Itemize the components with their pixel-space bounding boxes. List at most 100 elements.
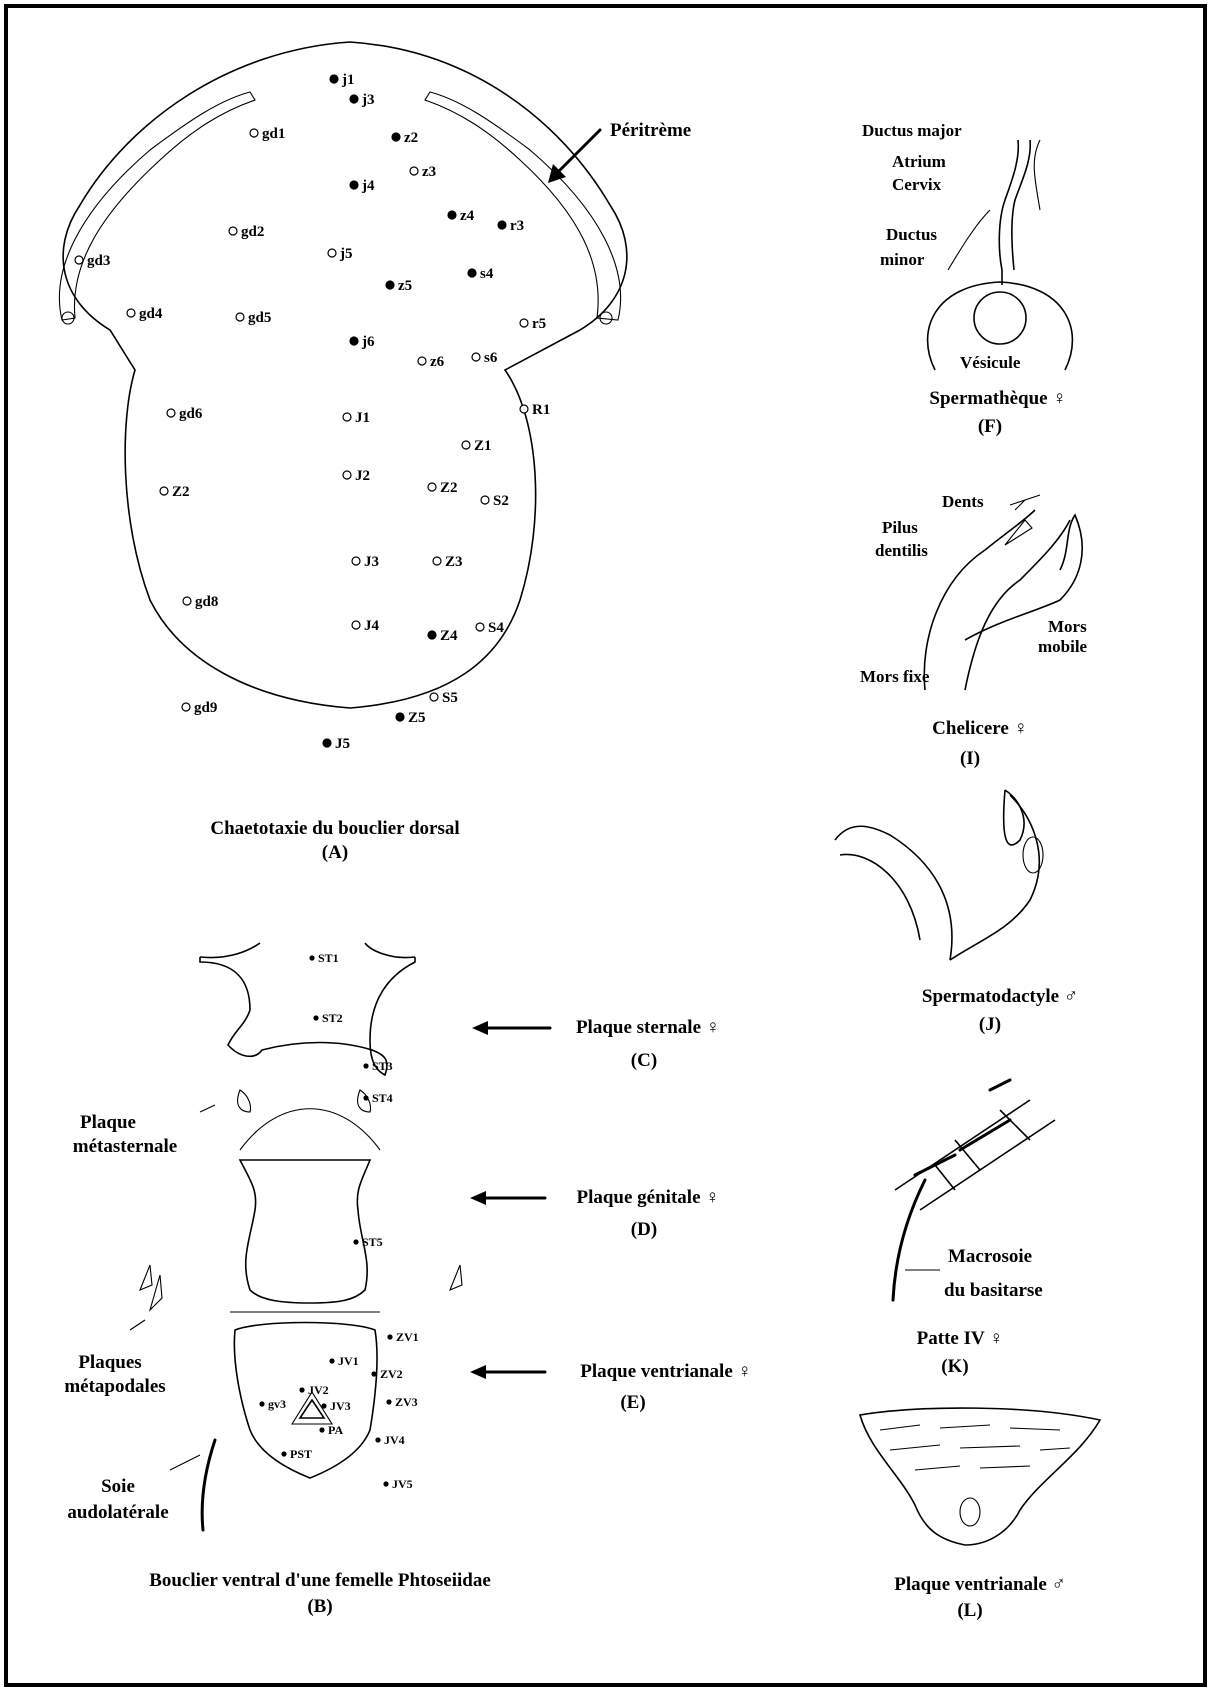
seta-label-line1: Soie <box>101 1476 135 1497</box>
dorsal-seta-label: J3 <box>364 554 379 570</box>
cervix-duct <box>999 140 1018 285</box>
dorsal-seta-label: Z4 <box>440 628 458 644</box>
dorsal-seta-label: r3 <box>510 218 524 234</box>
ventral-seta-label: JV5 <box>392 1477 413 1491</box>
spermatheca-letter: (F) <box>978 416 1002 437</box>
spermatheca-drawing <box>928 140 1073 370</box>
ventral-seta-base <box>383 1481 388 1486</box>
dorsal-seta-base <box>75 256 83 264</box>
spermatheca-title: Spermathèque ♀ <box>929 388 1066 409</box>
metasternal-plate-right <box>358 1090 371 1112</box>
ventral-seta-label: PA <box>328 1423 343 1437</box>
chel-mors: Mors <box>1048 617 1087 636</box>
dorsal-seta-base <box>352 621 360 629</box>
ventral-setae-labels: ST1ST2ST3ST4ST5ZV1JV1ZV2JV2gv3JV3ZV3PAJV… <box>259 951 418 1491</box>
chelicera-title: Chelicere ♀ <box>932 718 1028 739</box>
genital-plate-arc <box>240 1109 380 1150</box>
dorsal-seta-base <box>328 249 336 257</box>
dorsal-seta-base <box>330 75 338 83</box>
plate-d-letter: (D) <box>631 1219 657 1240</box>
ventral-seta-base <box>299 1387 304 1392</box>
chel-mobile: mobile <box>1038 637 1088 656</box>
dorsal-seta-label: s6 <box>484 350 498 366</box>
anal-opening <box>300 1400 324 1418</box>
ventral-seta-label: gv3 <box>268 1397 286 1411</box>
spermatodactyl-curve-2 <box>840 854 920 940</box>
dorsal-seta-label: gd8 <box>195 594 218 610</box>
dorsal-seta-base <box>418 357 426 365</box>
dorsal-setae-labels: j1j3gd1z2z3j4z4r3gd2gd3j5z5s4gd4gd5r5j6z… <box>87 72 550 752</box>
dorsal-seta-label: J2 <box>355 468 370 484</box>
plate-e-letter: (E) <box>620 1392 645 1413</box>
dorsal-seta-label: j6 <box>361 334 375 350</box>
dorsal-seta-base <box>498 221 506 229</box>
dorsal-seta-base <box>350 181 358 189</box>
fixed-digit-inner <box>965 520 1070 690</box>
genital-plate-outline <box>240 1160 370 1303</box>
sperm-vesicule: Vésicule <box>960 353 1021 372</box>
dorsal-seta-base <box>343 471 351 479</box>
chel-pilus: Pilus <box>882 518 918 537</box>
dorsal-seta-base <box>410 167 418 175</box>
spermatodactyl-curve <box>835 826 952 960</box>
teeth <box>1010 495 1040 510</box>
dorsal-seta-base <box>236 313 244 321</box>
dorsal-seta-label: z4 <box>460 208 475 224</box>
dorsal-seta-base <box>183 597 191 605</box>
plate-e-name: Plaque ventrianale ♀ <box>580 1361 752 1382</box>
ventral-seta-label: JV2 <box>308 1383 329 1397</box>
peritreme-right <box>425 92 621 320</box>
dorsal-seta-label: gd3 <box>87 253 110 269</box>
dorsal-seta-label: s4 <box>480 266 494 282</box>
male-plate-title: Plaque ventrianale ♂ <box>894 1574 1066 1595</box>
ventral-seta-label: ST5 <box>362 1235 383 1249</box>
dorsal-seta-label: Z3 <box>445 554 463 570</box>
dorsal-seta-label: Z2 <box>440 480 458 496</box>
dorsal-seta-base <box>392 133 400 141</box>
sternal-plate-outline <box>200 943 415 1075</box>
arrow-sternal-head <box>472 1021 488 1035</box>
metasternal-label-line2: métasternale <box>73 1136 177 1157</box>
dorsal-seta-label: j1 <box>341 72 355 88</box>
dorsal-seta-base <box>386 281 394 289</box>
leg-title: Patte IV ♀ <box>917 1328 1004 1349</box>
ventral-seta-base <box>281 1451 286 1456</box>
peritreme-arrow <box>555 130 600 175</box>
dorsal-seta-label: S2 <box>493 493 509 509</box>
dorsal-seta-base <box>433 557 441 565</box>
arrow-ventrianal-head <box>470 1365 486 1379</box>
ventral-seta-label: JV4 <box>384 1433 405 1447</box>
male-plate-striae <box>880 1425 1070 1470</box>
chelicera-letter: (I) <box>960 748 980 769</box>
pointer-seta <box>170 1455 200 1470</box>
dorsal-letter: (A) <box>322 842 348 863</box>
dorsal-seta-label: Z2 <box>172 484 190 500</box>
dorsal-title: Chaetotaxie du bouclier dorsal <box>210 818 459 839</box>
ventral-seta-base <box>329 1358 334 1363</box>
metasternal-label-line1: Plaque <box>80 1112 136 1133</box>
dorsal-seta-base <box>229 227 237 235</box>
male-plate-letter: (L) <box>957 1600 982 1621</box>
ventral-seta-base <box>259 1401 264 1406</box>
male-plate-anus <box>960 1498 980 1526</box>
dorsal-seta-base <box>428 631 436 639</box>
dorsal-seta-base <box>250 129 258 137</box>
dorsal-seta-label: gd1 <box>262 126 285 142</box>
dorsal-shield-drawing <box>59 42 626 747</box>
dorsal-seta-base <box>448 211 456 219</box>
dorsal-seta-base <box>396 713 404 721</box>
dorsal-seta-label: gd6 <box>179 406 203 422</box>
spermatodactyl-tip <box>1023 837 1043 873</box>
dorsal-seta-label: j3 <box>361 92 375 108</box>
ventral-seta-base <box>309 955 314 960</box>
chelicera-drawing <box>924 495 1082 690</box>
leg-macroseta: Macrosoie <box>948 1246 1032 1267</box>
ventral-seta-label: JV3 <box>330 1399 351 1413</box>
leg-letter: (K) <box>941 1356 968 1377</box>
ventral-seta-base <box>386 1399 391 1404</box>
leg-basitarse: du basitarse <box>944 1280 1043 1301</box>
pointer-metasternal <box>200 1105 215 1112</box>
arrow-genital-head <box>470 1191 486 1205</box>
dorsal-seta-base <box>352 557 360 565</box>
ventral-seta-label: ST2 <box>322 1011 343 1025</box>
